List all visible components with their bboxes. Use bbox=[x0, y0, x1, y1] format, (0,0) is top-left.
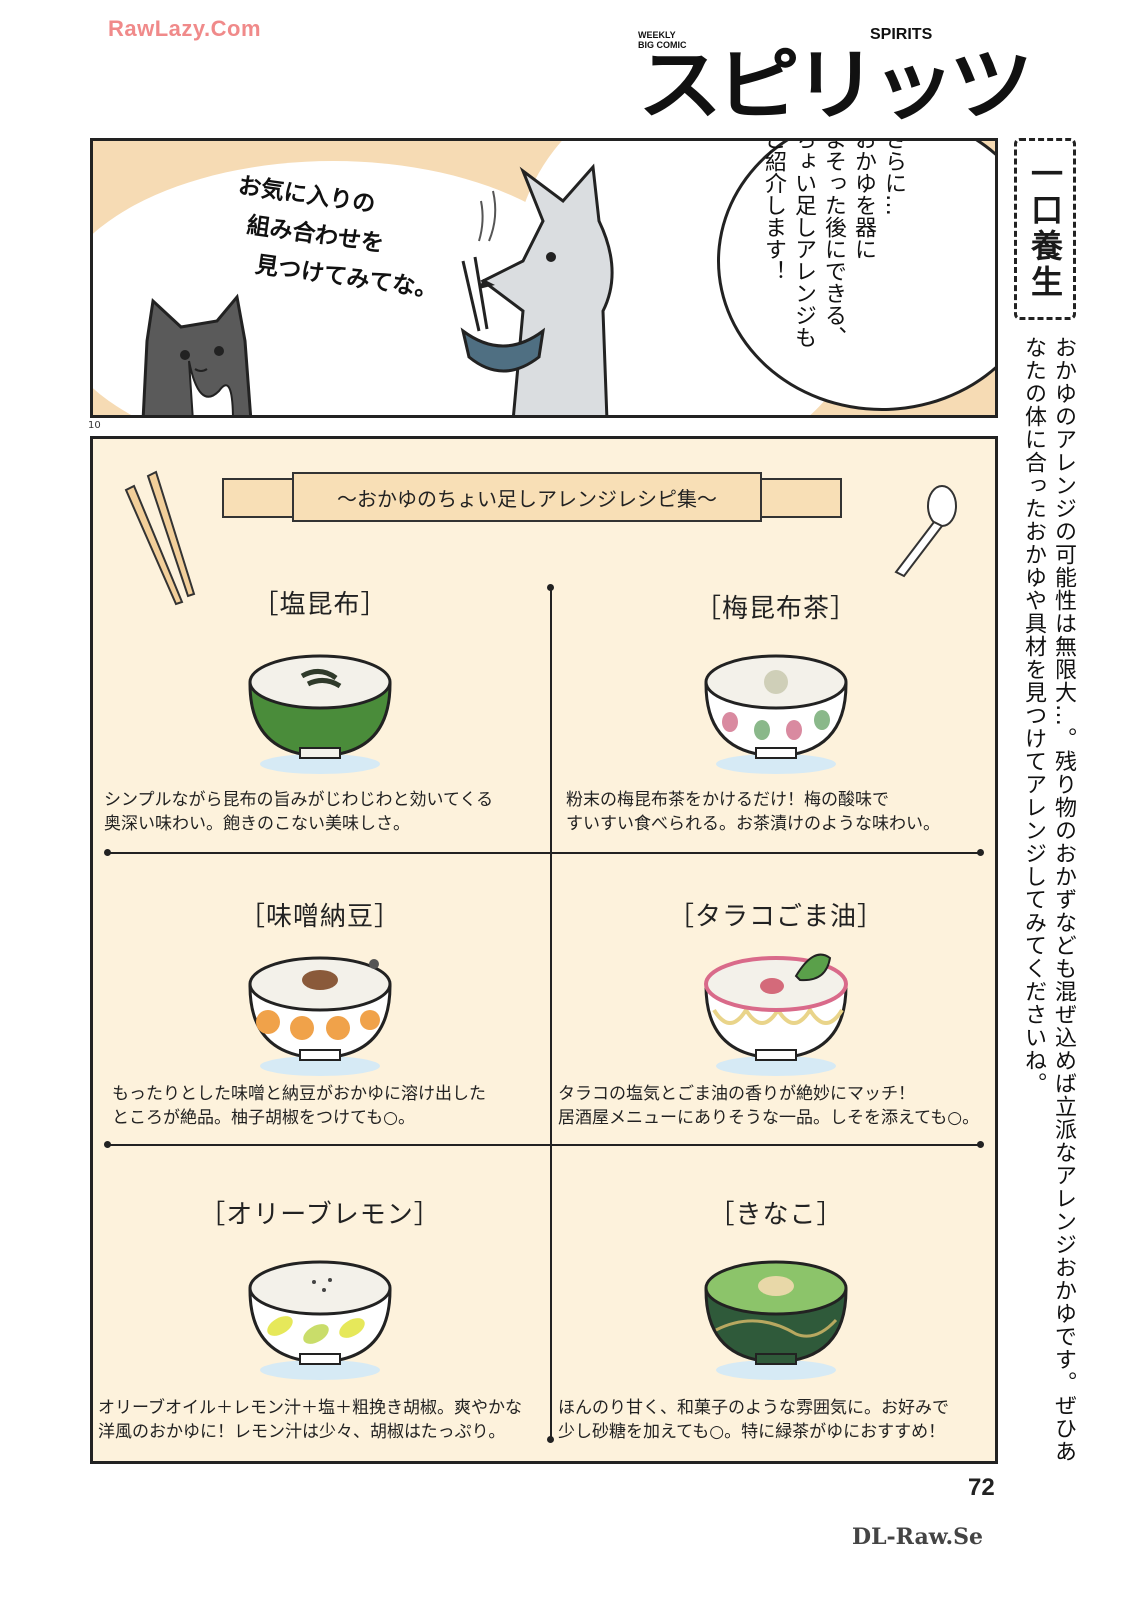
cat-illustration bbox=[141, 293, 253, 415]
grid-divider bbox=[108, 1144, 982, 1146]
grid-dot bbox=[547, 1436, 554, 1443]
bowl-tarako-sesame-oil bbox=[704, 953, 848, 1076]
bowl-kinako bbox=[704, 1260, 848, 1380]
recipe-banner: 〜おかゆのちょい足しアレンジレシピ集〜 bbox=[292, 472, 762, 522]
grid-divider bbox=[108, 852, 982, 854]
banner-tail-right bbox=[752, 478, 842, 518]
logo-brand: SPIRITS bbox=[870, 26, 933, 43]
spoon-icon bbox=[894, 485, 957, 578]
comic-panel: お気に入りの 組み合わせを 見つけてみてな。 さらに… おかゆを器に よそった後… bbox=[90, 138, 998, 418]
page-number: 72 bbox=[968, 1474, 995, 1501]
recipe-title: ［味噌納豆］ bbox=[238, 902, 401, 932]
speech-bubble: さらに… おかゆを器に よそった後にできる、 ちょい足しアレンジも ご紹介します… bbox=[717, 138, 995, 411]
fox-illustration bbox=[460, 163, 614, 415]
recipe-title: ［タラコごま油］ bbox=[667, 902, 884, 932]
panel-number: 10 bbox=[88, 420, 101, 431]
chopsticks-icon bbox=[124, 470, 196, 606]
column-label: 一口養生 bbox=[1014, 138, 1076, 320]
watermark-top: RawLazy.Com bbox=[108, 16, 262, 41]
recipe-description: シンプルながら昆布の旨みがじわじわと効いてくる 奥深い味わい。飽きのこない美味し… bbox=[104, 790, 494, 834]
recipe-description: オリーブオイル＋レモン汁＋塩＋粗挽き胡椒。爽やかな 洋風のおかゆに！レモン汁は少… bbox=[98, 1398, 522, 1442]
recipe-description: ほんのり甘く、和菓子のような雰囲気に。お好みで 少し砂糖を加えても○。特に緑茶が… bbox=[558, 1398, 949, 1442]
grid-dot bbox=[547, 584, 554, 591]
bowl-ume-kombucha bbox=[704, 654, 848, 774]
logo-title: スピリッツ bbox=[638, 41, 1033, 131]
recipe-description: タラコの塩気とごま油の香りが絶妙にマッチ！ 居酒屋メニューにありそうな一品。しそ… bbox=[558, 1084, 980, 1128]
bowl-shio-kombu bbox=[248, 654, 392, 774]
grid-dot bbox=[977, 849, 984, 856]
recipe-title: ［オリーブレモン］ bbox=[199, 1200, 441, 1230]
grid-divider bbox=[550, 588, 552, 1440]
speech-text: さらに… おかゆを器に よそった後にできる、 ちょい足しアレンジも ご紹介します… bbox=[761, 138, 906, 348]
grid-dot bbox=[104, 849, 111, 856]
recipe-description: 粉末の梅昆布茶をかけるだけ！梅の酸味で すいすい食べられる。お茶漬けのような味わ… bbox=[566, 790, 940, 834]
grid-dot bbox=[104, 1141, 111, 1148]
watermark-bottom: DL-Raw.Se bbox=[852, 1524, 983, 1550]
bowl-miso-natto bbox=[248, 956, 392, 1076]
logo-small-text: WEEKLY BIG COMIC bbox=[638, 30, 687, 50]
bowl-olive-lemon bbox=[248, 1260, 392, 1380]
column-text: おかゆのアレンジの可能性は無限大…。残り物のおかずなども混ぜ込めば立派なアレンジ… bbox=[1021, 336, 1076, 1463]
grid-dot bbox=[977, 1141, 984, 1148]
recipe-title: ［梅昆布茶］ bbox=[694, 594, 857, 624]
magazine-logo: WEEKLY BIG COMIC SPIRITS スピリッツ bbox=[638, 24, 1033, 128]
recipe-description: もったりとした味噌と納豆がおかゆに溶け出した ところが絶品。柚子胡椒をつけても○… bbox=[112, 1084, 486, 1128]
recipe-title: ［塩昆布］ bbox=[252, 590, 388, 620]
recipe-title: ［きなこ］ bbox=[708, 1200, 844, 1230]
